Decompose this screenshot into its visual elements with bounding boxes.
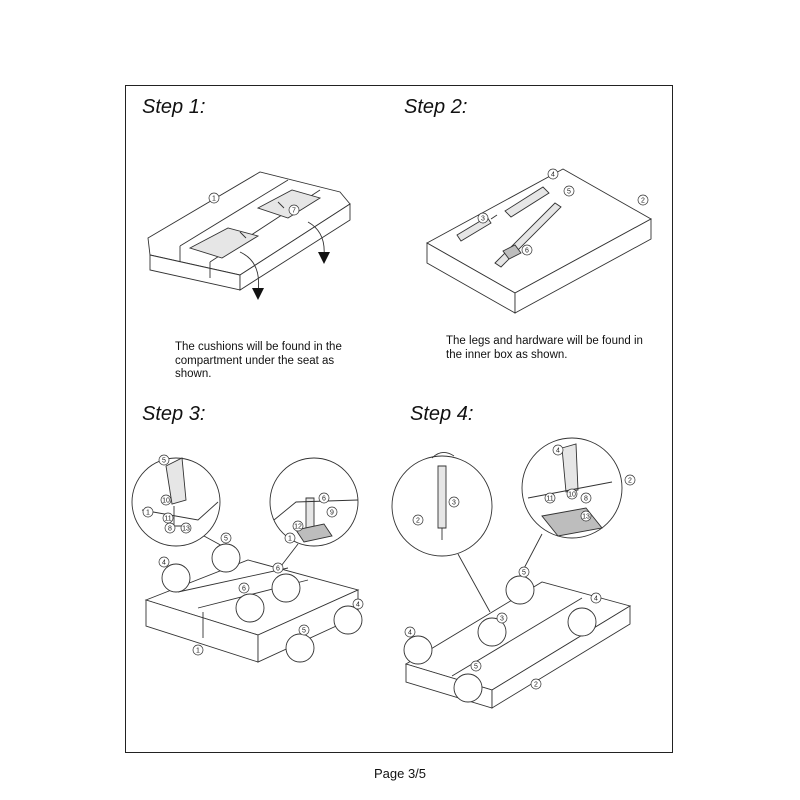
svg-text:11: 11 (164, 516, 171, 523)
svg-text:5: 5 (474, 664, 478, 671)
svg-text:2: 2 (416, 518, 420, 525)
step-3-assembly-illustration: 5 10 11 8 13 1 6 12 9 1 5 4 6 6 4 5 1 (131, 454, 364, 663)
svg-text:13: 13 (182, 526, 190, 533)
step-3-title: Step 3: (142, 403, 206, 425)
part-label: 3 (477, 212, 489, 224)
part-label: 6 (238, 582, 250, 594)
part-label: 4 (158, 556, 170, 568)
part-label: 5 (518, 566, 530, 578)
step-2-title: Step 2: (404, 96, 468, 118)
svg-text:5: 5 (567, 189, 571, 196)
svg-text:4: 4 (408, 630, 412, 637)
part-label: 10 (566, 488, 578, 500)
svg-text:4: 4 (556, 448, 560, 455)
part-label: 3 (496, 612, 508, 624)
step-2-box-illustration: 2 3 4 5 6 (426, 168, 652, 314)
svg-text:8: 8 (168, 526, 172, 533)
svg-text:6: 6 (525, 248, 529, 255)
part-label: 1 (142, 506, 154, 518)
part-label: 1 (284, 532, 296, 544)
part-label: 5 (470, 660, 482, 672)
part-label: 5 (220, 532, 232, 544)
part-label: 12 (292, 520, 304, 532)
svg-text:1: 1 (146, 510, 150, 517)
part-label: 4 (547, 168, 559, 180)
part-label: 8 (580, 492, 592, 504)
svg-text:9: 9 (330, 510, 334, 517)
part-label: 4 (404, 626, 416, 638)
step-1-sofa-illustration: 1 7 (147, 171, 351, 300)
page-frame (125, 85, 673, 753)
part-label: 2 (637, 194, 649, 206)
part-label: 4 (590, 592, 602, 604)
part-label: 4 (352, 598, 364, 610)
step-2-caption: The legs and hardware will be found in t… (446, 335, 643, 362)
svg-text:6: 6 (322, 496, 326, 503)
svg-text:1: 1 (212, 196, 216, 203)
svg-text:1: 1 (288, 536, 292, 543)
svg-text:4: 4 (551, 172, 555, 179)
svg-text:5: 5 (162, 458, 166, 465)
page-number: Page 3/5 (373, 766, 427, 781)
caption-line: The legs and hardware will be found in (446, 335, 643, 347)
svg-text:3: 3 (481, 216, 485, 223)
svg-text:2: 2 (641, 198, 645, 205)
part-label: 5 (563, 185, 575, 197)
svg-text:13: 13 (582, 514, 590, 521)
svg-text:5: 5 (224, 536, 228, 543)
part-label: 3 (448, 496, 460, 508)
part-label: 11 (162, 512, 174, 524)
part-label: 2 (412, 514, 424, 526)
svg-text:3: 3 (500, 616, 504, 623)
svg-text:10: 10 (568, 492, 576, 499)
svg-text:4: 4 (162, 560, 166, 567)
svg-text:7: 7 (292, 208, 296, 215)
part-label: 11 (544, 492, 556, 504)
svg-text:6: 6 (276, 566, 280, 573)
svg-text:4: 4 (594, 596, 598, 603)
part-label: 1 (192, 644, 204, 656)
svg-text:6: 6 (242, 586, 246, 593)
step-1-title: Step 1: (142, 96, 206, 118)
svg-text:5: 5 (302, 628, 306, 635)
caption-line: the inner box as shown. (446, 348, 568, 361)
part-label: 10 (160, 494, 172, 506)
step-4-title: Step 4: (410, 403, 474, 425)
part-label: 6 (521, 244, 533, 256)
part-label: 2 (624, 474, 636, 486)
part-label: 6 (272, 562, 284, 574)
part-label: 8 (164, 522, 176, 534)
part-label: 13 (580, 510, 592, 522)
part-label: 4 (552, 444, 564, 456)
svg-text:11: 11 (546, 496, 553, 503)
svg-text:8: 8 (584, 496, 588, 503)
part-label: 5 (298, 624, 310, 636)
caption-line: shown. (175, 368, 212, 380)
svg-text:1: 1 (196, 648, 200, 655)
svg-text:5: 5 (522, 570, 526, 577)
step-1-caption: The cushions will be found in the compar… (175, 341, 342, 382)
part-label: 7 (288, 204, 300, 216)
svg-text:2: 2 (628, 478, 632, 485)
svg-text:2: 2 (534, 682, 538, 689)
part-label: 5 (158, 454, 170, 466)
step-4-assembly-illustration: 3 2 4 10 11 8 13 2 5 4 3 4 5 2 (391, 437, 636, 709)
part-label: 1 (208, 192, 220, 204)
part-label: 6 (318, 492, 330, 504)
svg-text:12: 12 (294, 524, 302, 531)
svg-text:3: 3 (452, 500, 456, 507)
caption-line: compartment under the seat as (175, 354, 335, 367)
svg-text:10: 10 (162, 498, 170, 505)
svg-text:4: 4 (356, 602, 360, 609)
part-label: 13 (180, 522, 192, 534)
caption-line: The cushions will be found in the (175, 341, 342, 353)
part-label: 2 (530, 678, 542, 690)
part-label: 9 (326, 506, 338, 518)
